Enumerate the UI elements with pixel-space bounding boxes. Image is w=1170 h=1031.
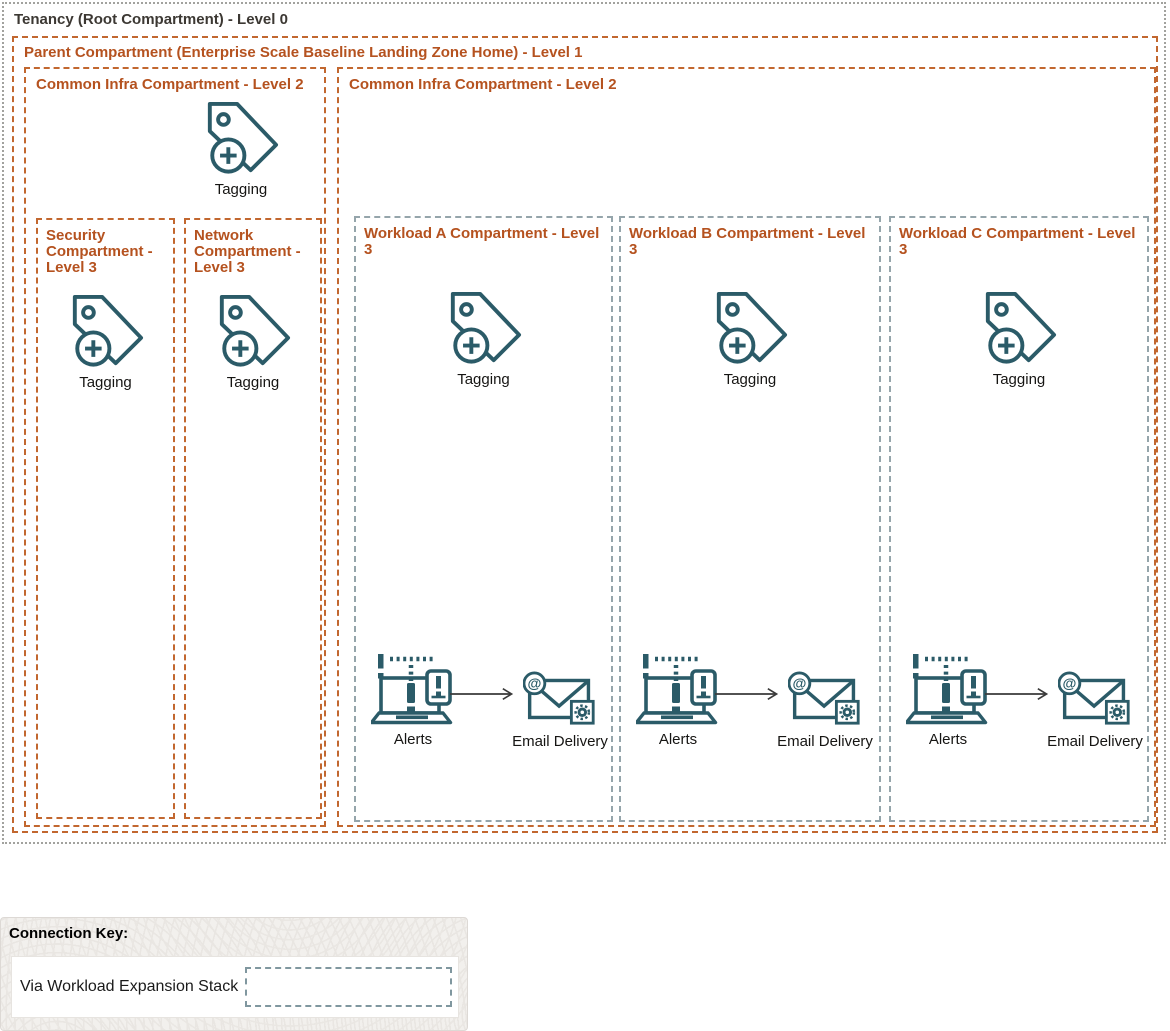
tagging-icon bbox=[446, 289, 522, 367]
common-infra-right-compartment: Common Infra Compartment - Level 2 Workl… bbox=[337, 67, 1156, 827]
tagging-service: Tagging bbox=[961, 289, 1077, 388]
connection-key-title: Connection Key: bbox=[9, 925, 129, 942]
alerts-service: Alerts bbox=[903, 650, 993, 748]
alerts-icon bbox=[636, 650, 720, 726]
alerts-to-email-connector bbox=[450, 687, 514, 701]
alerts-caption: Alerts bbox=[393, 731, 433, 748]
tagging-service: Tagging bbox=[692, 289, 808, 388]
tagging-caption: Tagging bbox=[214, 181, 268, 198]
email-delivery-icon bbox=[1058, 671, 1132, 726]
parent-compartment: Parent Compartment (Enterprise Scale Bas… bbox=[12, 36, 1158, 833]
connection-key-item-label: Via Workload Expansion Stack bbox=[20, 978, 239, 995]
tagging-caption: Tagging bbox=[992, 371, 1046, 388]
alerts-service: Alerts bbox=[633, 650, 723, 748]
workload-b-label: Workload B Compartment - Level 3 bbox=[629, 225, 866, 259]
alerts-service: Alerts bbox=[368, 650, 458, 748]
parent-compartment-label: Parent Compartment (Enterprise Scale Bas… bbox=[24, 44, 583, 61]
tagging-icon bbox=[203, 99, 279, 177]
email-delivery-icon bbox=[523, 671, 597, 726]
security-compartment: Security Compartment - Level 3 Tagging bbox=[36, 218, 175, 819]
workload-a-label: Workload A Compartment - Level 3 bbox=[364, 225, 600, 259]
alerts-caption: Alerts bbox=[658, 731, 698, 748]
arrow-icon bbox=[985, 687, 1049, 701]
tenancy-label: Tenancy (Root Compartment) - Level 0 bbox=[14, 11, 288, 28]
tagging-service: Tagging bbox=[195, 292, 311, 391]
tagging-caption: Tagging bbox=[226, 374, 280, 391]
tenancy-compartment: Tenancy (Root Compartment) - Level 0 Par… bbox=[2, 2, 1166, 844]
dashed-border-sample bbox=[245, 967, 452, 1007]
tagging-service: Tagging bbox=[48, 292, 164, 391]
workload-a-compartment: Workload A Compartment - Level 3 Tagging… bbox=[354, 216, 613, 822]
workload-b-compartment: Workload B Compartment - Level 3 Tagging… bbox=[619, 216, 881, 822]
tagging-caption: Tagging bbox=[723, 371, 777, 388]
tagging-caption: Tagging bbox=[79, 374, 132, 391]
email-delivery-service: Email Delivery bbox=[773, 671, 877, 750]
email-delivery-service: Email Delivery bbox=[508, 671, 612, 750]
network-compartment-label: Network Compartment - Level 3 bbox=[194, 227, 301, 277]
tagging-icon bbox=[68, 292, 144, 370]
workload-c-compartment: Workload C Compartment - Level 3 Tagging… bbox=[889, 216, 1149, 822]
tagging-icon bbox=[712, 289, 788, 367]
tagging-icon bbox=[981, 289, 1057, 367]
alerts-icon bbox=[371, 650, 455, 726]
security-compartment-label: Security Compartment - Level 3 bbox=[46, 227, 153, 277]
workload-c-label: Workload C Compartment - Level 3 bbox=[899, 225, 1136, 259]
common-infra-left-label: Common Infra Compartment - Level 2 bbox=[36, 76, 304, 93]
alerts-icon bbox=[906, 650, 990, 726]
network-compartment: Network Compartment - Level 3 Tagging bbox=[184, 218, 322, 819]
tagging-service: Tagging bbox=[183, 99, 299, 198]
common-infra-right-label: Common Infra Compartment - Level 2 bbox=[349, 76, 617, 93]
tagging-caption: Tagging bbox=[457, 371, 510, 388]
common-infra-left-compartment: Common Infra Compartment - Level 2 Taggi… bbox=[24, 67, 326, 827]
alerts-to-email-connector bbox=[715, 687, 779, 701]
arrow-icon bbox=[715, 687, 779, 701]
email-delivery-caption: Email Delivery bbox=[512, 733, 608, 750]
connection-key-row: Via Workload Expansion Stack bbox=[11, 956, 459, 1018]
connection-key-legend: Connection Key: Via Workload Expansion S… bbox=[0, 917, 468, 1031]
tagging-service: Tagging bbox=[426, 289, 542, 388]
email-delivery-icon bbox=[788, 671, 862, 726]
email-delivery-caption: Email Delivery bbox=[777, 733, 873, 750]
email-delivery-service: Email Delivery bbox=[1043, 671, 1147, 750]
alerts-caption: Alerts bbox=[928, 731, 968, 748]
tagging-icon bbox=[215, 292, 291, 370]
arrow-icon bbox=[450, 687, 514, 701]
alerts-to-email-connector bbox=[985, 687, 1049, 701]
email-delivery-caption: Email Delivery bbox=[1047, 733, 1143, 750]
